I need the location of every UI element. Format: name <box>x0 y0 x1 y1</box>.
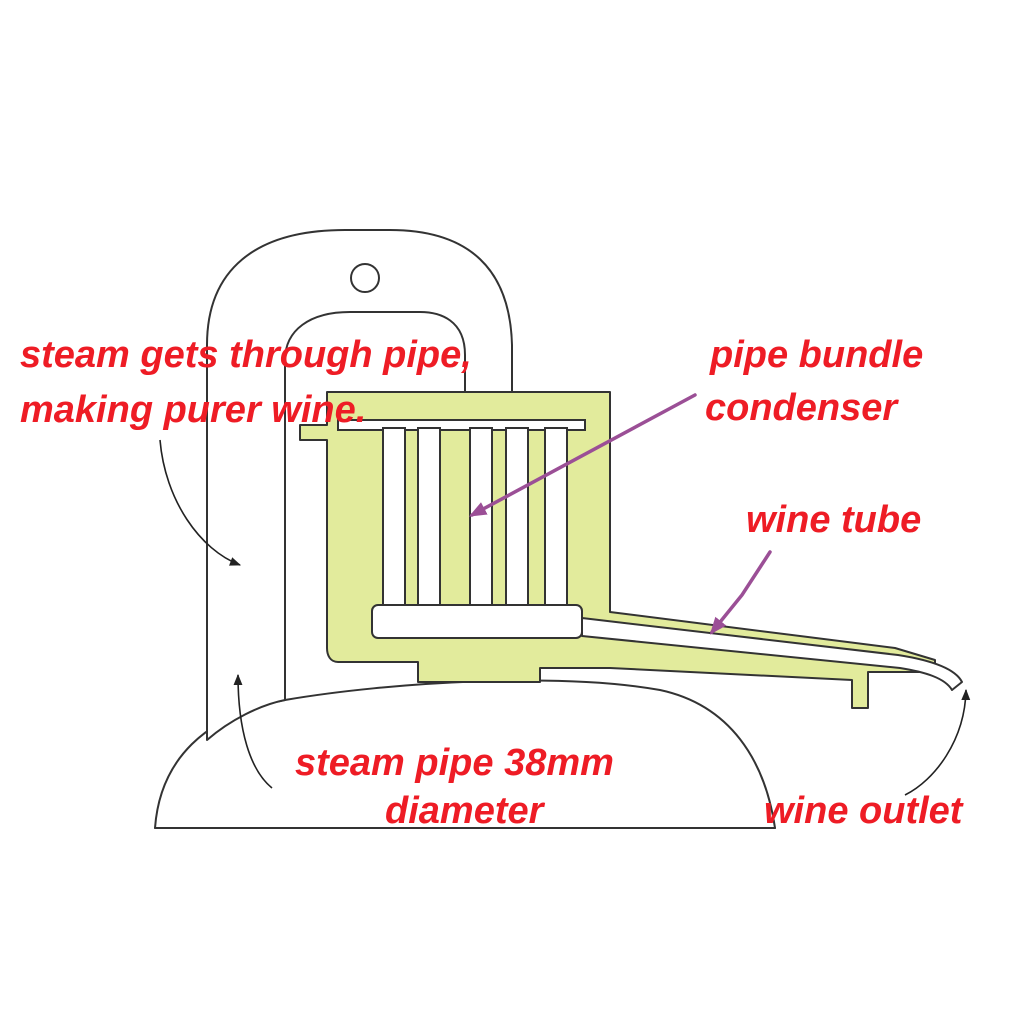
steam-through-pointer <box>159 439 242 566</box>
collector-box <box>371 604 583 639</box>
bundle-pipe-2 <box>417 427 441 606</box>
bundle-pipe-3 <box>469 427 493 606</box>
label-steam-pipe-line1: steam pipe 38mm <box>295 742 614 784</box>
bundle-pipe-4 <box>505 427 529 606</box>
label-steam-gets-through-line1: steam gets through pipe, <box>20 334 472 376</box>
label-pipe-bundle-line2: condenser <box>705 387 899 429</box>
label-steam-gets-through-line2: making purer wine. <box>20 389 366 431</box>
pipe-top-hole <box>350 263 380 293</box>
label-wine-tube: wine tube <box>746 499 921 541</box>
wine-outlet-pointer <box>904 688 971 796</box>
label-wine-outlet: wine outlet <box>764 790 964 832</box>
label-pipe-bundle-line1: pipe bundle <box>709 334 923 376</box>
steam-pipe-outer <box>206 229 513 741</box>
label-steam-pipe-line2: diameter <box>385 790 546 832</box>
wine-tube-channel <box>581 617 963 691</box>
bundle-pipe-5 <box>544 427 568 606</box>
wine-tube-pointer <box>709 550 772 635</box>
bundle-pipe-1 <box>382 427 406 606</box>
pipe-bundle-pointer <box>468 393 697 517</box>
steam-pipe-pointer <box>233 673 273 789</box>
